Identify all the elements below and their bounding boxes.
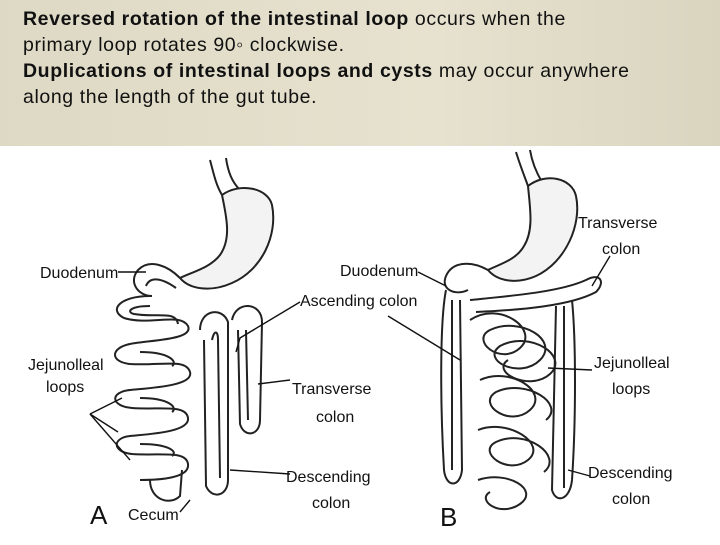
panel-a-descending-colon [149, 469, 183, 502]
caption-line-1: Reversed rotation of the intestinal loop… [23, 6, 720, 32]
panel-a-letter: A [90, 500, 108, 530]
panel-a-label-transverse-2: colon [316, 409, 354, 426]
panel-a-ascending-colon [199, 311, 229, 496]
duplications-term: Duplications of intestinal loops and cys… [23, 60, 433, 82]
panel-b-drawing [387, 149, 611, 511]
panel-b-duodenum-leader [417, 271, 447, 287]
reversed-rotation-term: Reversed rotation of the intestinal loop [23, 8, 409, 30]
panel-a-label-cecum: Cecum [128, 507, 179, 524]
figure-svg: Duodenum Ascending colon Jejunolleal loo… [28, 149, 673, 532]
panel-b-label-jejunoileal-2: loops [612, 381, 650, 398]
panel-b-transverse-leader [591, 255, 611, 287]
panel-b-letter: B [440, 502, 457, 532]
panel-b-ascending-leader [387, 315, 461, 361]
panel-a-jejuno-leader-3 [89, 413, 131, 461]
panel-a-jejuno-leader-2 [89, 413, 119, 433]
panel-a-label-descending-1: Descending [286, 469, 371, 486]
panel-a-drawing [89, 157, 301, 513]
panel-a-transverse-colon [231, 305, 264, 435]
panel-a-label-ascending-colon: Ascending colon [300, 293, 417, 310]
caption-line-3: Duplications of intestinal loops and cys… [23, 58, 720, 84]
panel-a-duodenum [133, 263, 181, 297]
panel-a-jejunoileal-loops-inner [129, 305, 179, 457]
panel-b-label-descending-2: colon [612, 491, 650, 508]
panel-a-transverse-leader [257, 379, 291, 385]
panel-b-jejunoileal-loops [469, 312, 557, 511]
caption-line-3-rest: may occur anywhere [432, 60, 630, 82]
panel-a-label-jejunoileal-1: Jejunolleal [28, 357, 104, 374]
panel-a-cecum-leader [179, 499, 191, 513]
caption-text-band: Reversed rotation of the intestinal loop… [0, 0, 720, 146]
panel-a-stomach [178, 187, 275, 290]
panel-a-label-descending-2: colon [312, 495, 350, 512]
panel-a-jejuno-leader-1 [89, 397, 123, 415]
panel-b-label-jejunoileal-1: Jejunolleal [594, 355, 670, 372]
panel-a-label-duodenum: Duodenum [40, 265, 118, 282]
panel-b-duodenum [443, 262, 489, 294]
panel-a-label-transverse-1: Transverse [292, 381, 372, 398]
panel-b-descending-colon [550, 299, 576, 500]
panel-a-label-jejunoileal-2: loops [46, 379, 84, 396]
panel-a-descending-leader [229, 469, 291, 475]
caption-line-4: along the length of the gut tube. [23, 86, 318, 108]
panel-b-ascending-colon [440, 289, 464, 485]
panel-b-descending-leader [567, 469, 591, 477]
panel-a-ascending-leader [235, 301, 301, 353]
caption-line-1-rest: occurs when the [408, 8, 566, 30]
panel-b-stomach [486, 177, 579, 282]
panel-b-transverse-colon [469, 276, 602, 313]
panel-b-label-descending-1: Descending [588, 465, 673, 482]
caption-line-2: primary loop rotates 90◦ clockwise. [23, 34, 345, 56]
panel-a-jejunoileal-loops [114, 295, 192, 481]
panel-b-label-duodenum: Duodenum [340, 263, 418, 280]
panel-b-label-transverse-2: colon [602, 241, 640, 258]
intestinal-rotation-figure: Duodenum Ascending colon Jejunolleal loo… [0, 146, 720, 540]
panel-b-label-transverse-1: Transverse [578, 215, 658, 232]
panel-b-jejuno-leader [547, 367, 593, 371]
